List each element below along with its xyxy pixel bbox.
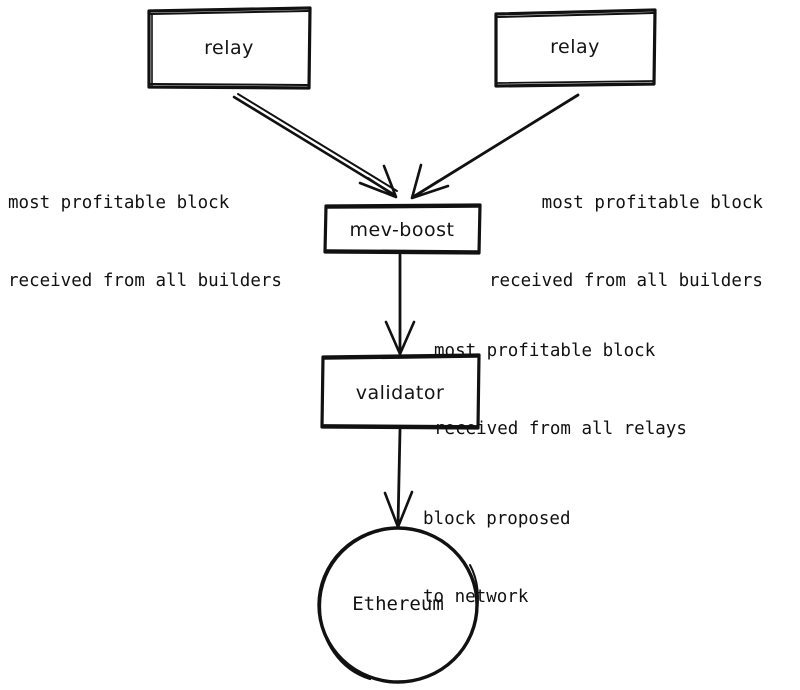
edge-label-line-2: received from all relays [434,419,687,439]
edge-label-line-1: block proposed [423,509,571,529]
node-label-relay-left: relay [204,37,254,59]
node-label-ethereum: Ethereum [352,593,444,615]
validator-sketch-bottom [323,424,478,427]
relay-left-sketch-top [150,10,309,15]
mev-boost-sketch-bottom [326,249,479,252]
edge-line-validator-ethereum [396,428,402,527]
node-relay-right[interactable] [494,8,657,88]
edge-label-relay-right-to-mev-boost: most profitable block received from all … [489,138,763,346]
edge-line-relay-right [411,93,580,199]
node-label-validator: validator [355,382,445,404]
arrowhead-relay-right-barb [410,179,440,200]
mev-boost-sketch-top [327,206,479,209]
edge-label-mev-boost-to-validator: most profitable block received from all … [434,286,687,494]
arrowhead-relay-left-barb [366,176,398,199]
node-label-mev-boost: mev-boost [349,219,455,241]
node-label-relay-right: relay [550,36,600,58]
edge-label-line-1: most profitable block [8,193,230,213]
node-ethereum[interactable] [317,526,479,684]
edge-label-validator-to-ethereum: block proposed to network [423,454,571,662]
relay-left-sketch-bottom [150,83,308,86]
edge-relay-left-to-mev-boost [232,93,398,199]
relay-right-box-outline [494,8,657,88]
edge-relay-right-to-mev-boost [410,93,580,200]
validator-sketch-top [324,356,478,360]
ethereum-circle-sketch-overstroke [318,526,401,681]
relay-right-sketch-top [497,12,654,18]
edge-line-relay-left-second-stroke [237,93,398,192]
edge-label-line-1: most profitable block [434,341,656,361]
validator-box-outline [320,353,481,430]
node-validator[interactable] [320,353,481,430]
node-mev-boost[interactable] [323,203,482,255]
arrowhead-mev-boost-validator [384,320,416,356]
edge-label-line-2: received from all builders [489,271,763,291]
edge-validator-to-ethereum [383,428,414,529]
relay-left-box-outline [147,6,312,90]
mev-boost-box-outline [323,203,482,255]
edge-mev-boost-to-validator [384,253,416,356]
arrowhead-validator-ethereum [383,490,414,529]
edge-line-relay-left [232,95,395,196]
relay-right-sketch-bottom [497,80,654,84]
edge-label-relay-left-to-mev-boost: most profitable block received from all … [8,138,282,346]
node-relay-left[interactable] [147,6,312,90]
edge-label-line-2: to network [423,587,529,607]
ethereum-circle-sketch-right [469,564,479,617]
edge-label-line-2: received from all builders [8,271,282,291]
edge-label-line-1: most profitable block [541,193,763,213]
